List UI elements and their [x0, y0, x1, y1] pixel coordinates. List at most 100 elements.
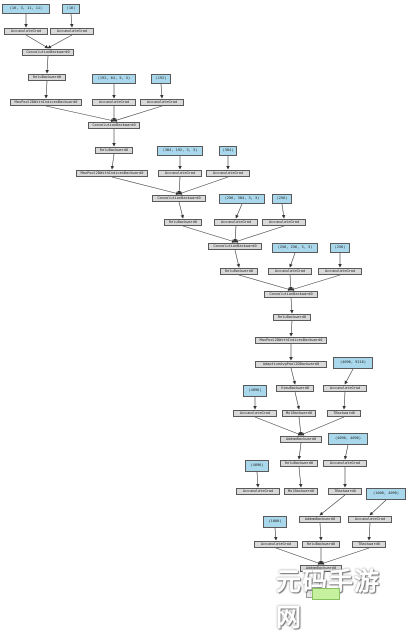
- edge-acc_c2-to-conv_c: [178, 176, 229, 195]
- param_d2: (256): [272, 194, 292, 204]
- acc_b1: AccumulateGrad: [92, 99, 136, 106]
- edge-addmm_g-to-relu_h: [319, 522, 323, 541]
- edge-param_g1-to-acc_g1: [256, 471, 260, 488]
- param_b2: (192): [151, 74, 171, 84]
- acc_g1: AccumulateGrad: [236, 488, 280, 495]
- view: ViewBackward0: [276, 385, 314, 392]
- edge-param_g2-to-acc_g2: [343, 444, 349, 460]
- edge-acc_a2-to-conv_a: [47, 34, 73, 49]
- edge-param_h2-to-acc_h2: [369, 499, 387, 516]
- edge-t_g-to-addmm_g: [319, 494, 346, 516]
- edge-pool_b-to-conv_c: [111, 176, 180, 196]
- param_a1: (16, 3, 11, 11): [2, 4, 50, 14]
- relu_a: ReluBackward0: [28, 74, 66, 81]
- edge-addmm_f-to-relu_f: [297, 442, 302, 460]
- t_g: TBackward0: [328, 488, 362, 495]
- conv_d: ConvolutionBackward0: [208, 243, 262, 250]
- param_c2: (384): [219, 146, 237, 156]
- edge-view-to-mul_f: [294, 391, 301, 410]
- addmm_h: AddmmBackward0: [300, 565, 342, 572]
- graph-edges: [24, 13, 387, 590]
- edge-param_h1-to-acc_h1: [273, 527, 278, 541]
- autograd-graph: (16, 3, 11, 11) (16) AccumulateGrad Accu…: [2, 4, 406, 598]
- acc_c1: AccumulateGrad: [158, 170, 202, 177]
- param_e2: (256): [330, 243, 350, 253]
- watermark-logo: 元码手游网: [276, 560, 406, 632]
- edge-pool_a-to-conv_b: [45, 105, 115, 123]
- edge-acc_h1-to-addmm_h: [275, 547, 322, 565]
- t_f: TBackward0: [327, 410, 361, 417]
- pool_e: MaxPool2DWithIndicesBackward0: [255, 337, 327, 344]
- edge-t_f-to-addmm_f: [300, 416, 345, 436]
- param_d1: (256, 384, 3, 3): [219, 194, 265, 204]
- param_g2: (4096, 4096): [328, 433, 368, 445]
- relu_h: ReluBackward0: [302, 541, 340, 548]
- acc_e1: AccumulateGrad: [268, 268, 312, 275]
- relu_b: ReluBackward0: [95, 147, 133, 154]
- edge-mul_f-to-addmm_f: [298, 416, 303, 436]
- param_g1: (4096): [245, 460, 269, 472]
- t_h: TBackward0: [352, 541, 386, 548]
- edge-acc_e1-to-conv_e: [289, 274, 293, 291]
- param_h1: (1000): [263, 516, 287, 528]
- pool_a: MaxPool2DWithIndicesBackward0: [10, 99, 82, 106]
- edge-conv_d-to-relu_d: [234, 249, 241, 268]
- acc_b2: AccumulateGrad: [140, 99, 184, 106]
- edge-relu_c-to-conv_d: [182, 225, 236, 243]
- edge-acc_f1-to-addmm_f: [254, 416, 302, 436]
- param_h2: (1000, 4096): [366, 488, 406, 500]
- acc_a2: AccumulateGrad: [50, 28, 94, 35]
- edge-param_b2-to-acc_b2: [159, 83, 164, 99]
- watermark-text: 元码手游网: [276, 567, 381, 632]
- watermark-badge: [312, 588, 340, 600]
- acc_d2: AccumulateGrad: [262, 219, 306, 226]
- acc_c2: AccumulateGrad: [206, 170, 250, 177]
- edge-param_f2-to-acc_f2: [344, 368, 354, 385]
- param_e1: (256, 256, 3, 3): [272, 243, 318, 253]
- edge-acc_f2-to-t_f: [342, 391, 346, 410]
- pool_b: MaxPool2DWithIndicesBackward0: [76, 170, 148, 177]
- edge-param_e1-to-acc_e1: [289, 252, 296, 268]
- acc_h2: AccumulateGrad: [348, 516, 392, 523]
- param_a2: (16): [62, 4, 80, 14]
- mul_f: MulBackward0: [282, 410, 316, 417]
- mul_g: MulBackward0: [284, 488, 318, 495]
- edge-relu_d-to-conv_e: [238, 274, 292, 291]
- edge-acc_e2-to-conv_e: [290, 274, 341, 291]
- edge-relu_a-to-pool_a: [44, 80, 48, 99]
- edge-t_h-to-addmm_h: [320, 547, 370, 565]
- edge-avgpool-to-view: [290, 367, 297, 385]
- edge-param_a2-to-acc_a2: [69, 13, 74, 28]
- edge-relu_e-to-pool_e: [289, 320, 293, 337]
- acc_e2: AccumulateGrad: [318, 268, 362, 275]
- edge-conv_a-to-relu_a: [45, 55, 49, 74]
- acc_f2: AccumulateGrad: [323, 385, 367, 392]
- acc_d1: AccumulateGrad: [214, 219, 258, 226]
- relu_d: ReluBackward0: [220, 268, 258, 275]
- edge-addmm_h-to-output: [317, 571, 322, 590]
- edge-conv_c-to-relu_c: [178, 201, 185, 219]
- acc_a1: AccumulateGrad: [4, 28, 48, 35]
- conv_c: ConvolutionBackward0: [152, 195, 206, 202]
- edge-relu_f-to-mul_g: [298, 466, 303, 488]
- relu_e: ReluBackward0: [273, 314, 311, 321]
- edge-acc_c1-to-conv_c: [177, 176, 181, 195]
- edge-acc_b2-to-conv_b: [113, 105, 163, 122]
- conv_a: ConvolutionBackward0: [22, 49, 74, 56]
- acc_h1: AccumulateGrad: [254, 541, 298, 548]
- addmm_g: AddmmBackward0: [299, 516, 341, 523]
- edge-conv_e-to-relu_e: [290, 297, 294, 314]
- avgpool: AdaptiveAvgPool2DBackward0: [255, 361, 327, 368]
- edge-param_d1-to-acc_d1: [235, 203, 243, 219]
- edge-acc_a1-to-conv_a: [25, 34, 49, 49]
- relu_f: ReluBackward0: [280, 460, 318, 467]
- param_b1: (192, 64, 5, 5): [92, 74, 136, 84]
- param_f1: (4096): [243, 385, 267, 397]
- edge-relu_b-to-pool_b: [110, 153, 115, 170]
- conv_b: ConvolutionBackward0: [88, 122, 140, 129]
- acc_f1: AccumulateGrad: [233, 410, 277, 417]
- relu_c: ReluBackward0: [164, 219, 202, 226]
- param_c1: (384, 192, 3, 3): [157, 146, 203, 156]
- edge-acc_d2-to-conv_d: [234, 225, 285, 243]
- addmm_f: AddmmBackward0: [280, 436, 322, 443]
